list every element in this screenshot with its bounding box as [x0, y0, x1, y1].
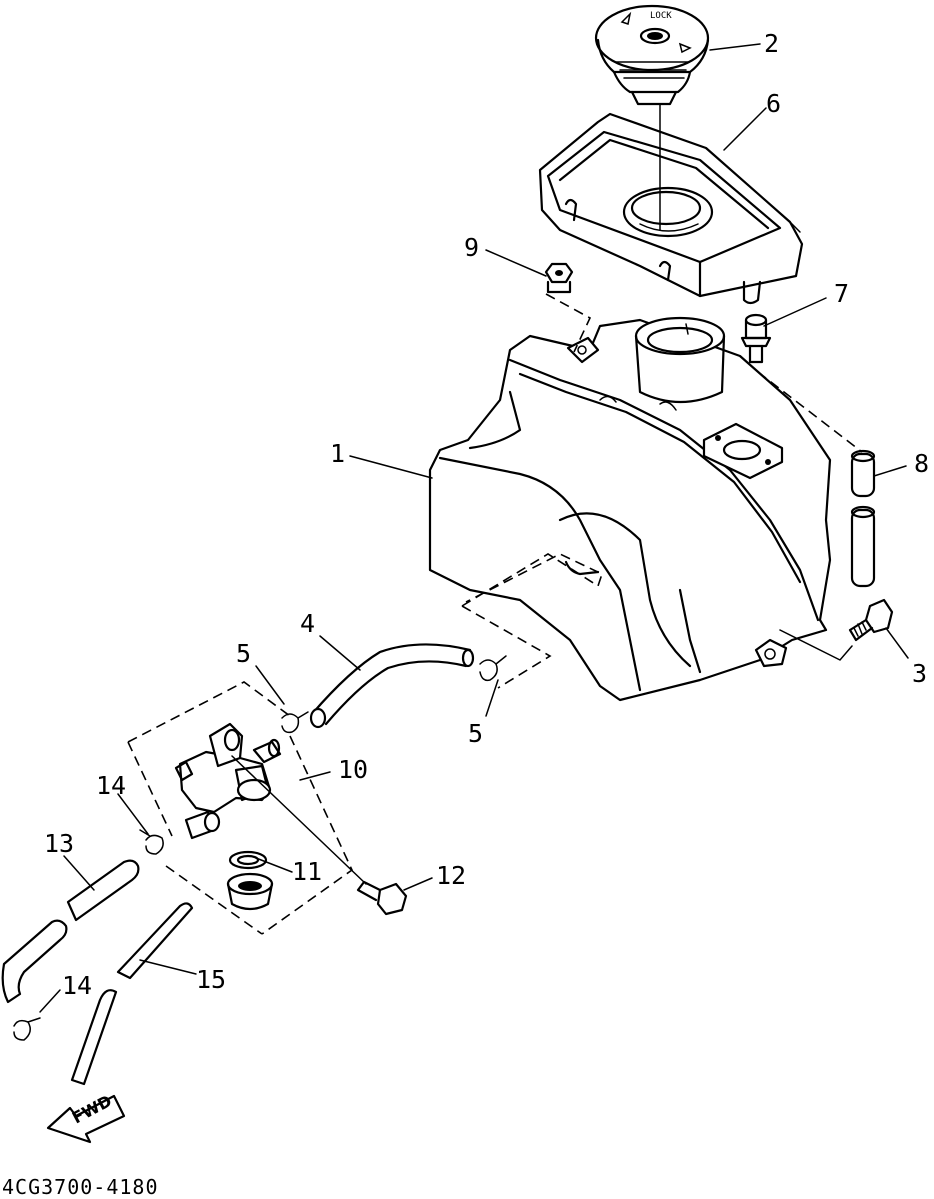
- fuel-tank: [428, 316, 832, 702]
- fwd-arrow-icon: FWD: [46, 1091, 126, 1144]
- fuel-cap: LOCK: [594, 4, 710, 106]
- callout-3: 3: [912, 659, 927, 688]
- callout-labels: 2 6 9 7 1 8 3 4 5 5 10 14 13 11 12 15 14: [44, 29, 929, 1000]
- callout-13: 13: [44, 829, 74, 858]
- cover-nut: [544, 262, 574, 294]
- vent-hose: [850, 449, 876, 588]
- callout-6: 6: [766, 89, 781, 118]
- diagram-code: 4CG3700-4180: [2, 1175, 159, 1199]
- drain-hose: [1, 859, 140, 1004]
- clip-14-upper: [139, 829, 164, 855]
- callout-2: 2: [764, 29, 779, 58]
- callout-5-right: 5: [468, 719, 483, 748]
- callout-8: 8: [914, 449, 929, 478]
- callout-15: 15: [196, 965, 226, 994]
- callout-10: 10: [338, 755, 368, 784]
- washer: [228, 850, 268, 870]
- callout-9: 9: [464, 233, 479, 262]
- callout-1: 1: [330, 439, 345, 468]
- callout-5-left: 5: [236, 639, 251, 668]
- callout-14-upper: 14: [96, 771, 126, 800]
- callout-14-lower: 14: [62, 971, 92, 1000]
- hose-clip-upper: [479, 655, 507, 682]
- clip-14-lower: [13, 1017, 41, 1041]
- callout-4: 4: [300, 609, 315, 638]
- callout-12: 12: [436, 861, 466, 890]
- cap-lock-text: LOCK: [650, 11, 672, 21]
- vent-fitting: [740, 313, 772, 364]
- callout-7: 7: [834, 279, 849, 308]
- tank-bolt: [848, 598, 894, 642]
- filter-cup: [226, 872, 274, 911]
- fuel-cock: [174, 722, 282, 840]
- fuel-hose: [309, 643, 475, 729]
- hose-clip-lower: [281, 711, 309, 734]
- callout-11: 11: [292, 857, 322, 886]
- tank-cover: [538, 112, 804, 305]
- leader-lines: [39, 43, 909, 1013]
- cock-screw: [356, 880, 408, 916]
- overflow-hose: [70, 902, 194, 1086]
